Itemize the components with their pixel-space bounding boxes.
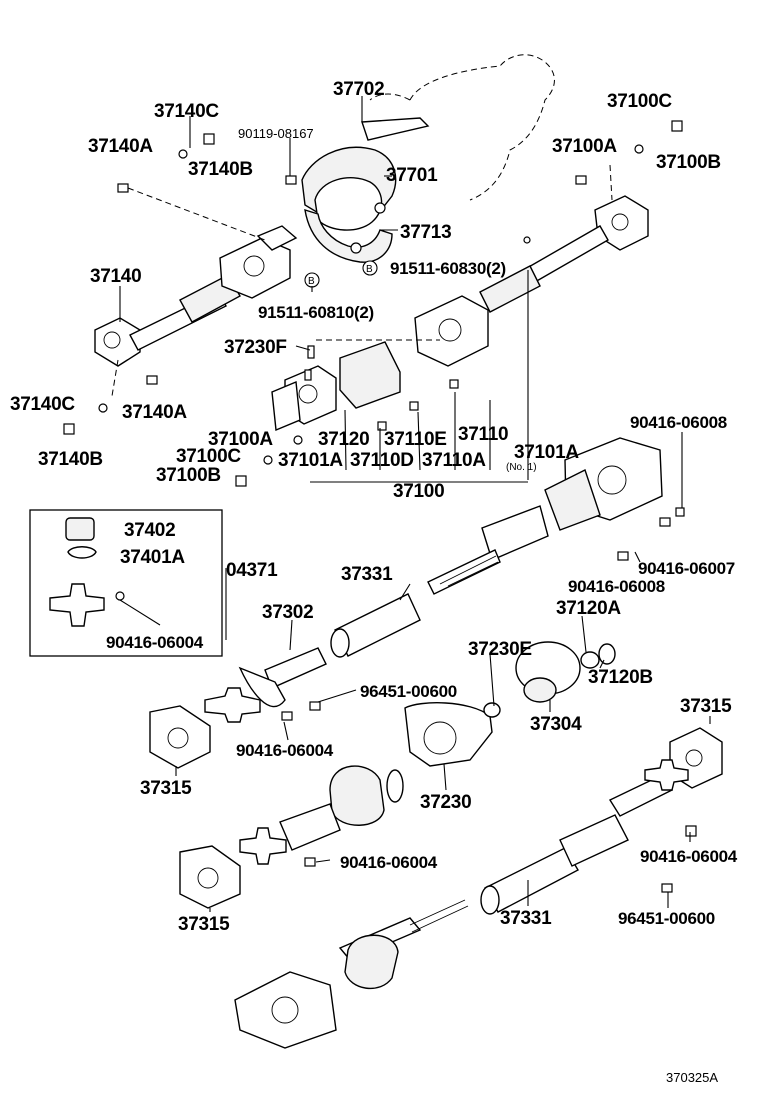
flange-37304: [515, 641, 616, 703]
label-37304: 37304: [530, 714, 582, 735]
center-bearing-bracket: [301, 117, 430, 263]
label-37230e: 37230E: [468, 639, 532, 660]
label-37110: 37110: [458, 424, 508, 445]
label-04371: 04371: [226, 560, 278, 581]
label-37401a: 37401A: [120, 547, 185, 568]
label-37230: 37230: [420, 792, 471, 813]
label-37101a-right: 37101A: [514, 442, 579, 463]
shaft-lower: [480, 727, 723, 915]
label-37140a-bot: 37140A: [122, 402, 187, 423]
marker-b-text-2: B: [308, 276, 315, 287]
label-37100b-top: 37100B: [656, 152, 721, 173]
label-37101a-left: 37101A: [278, 450, 343, 471]
label-90416-06004-c: 90416-06004: [640, 847, 738, 866]
label-37120b: 37120B: [588, 667, 653, 688]
label-37315-left2: 37315: [178, 914, 230, 935]
label-37100a-mid: 37100A: [208, 429, 273, 450]
label-37702: 37702: [333, 79, 384, 100]
label-90416-06004-b: 90416-06004: [340, 853, 438, 872]
flange-37315-upper: [149, 705, 211, 769]
label-90416-06008-bot: 90416-06008: [568, 577, 665, 596]
label-37100a-top: 37100A: [552, 136, 617, 157]
label-37701: 37701: [386, 165, 438, 186]
sleeve-37331-top: [330, 593, 421, 658]
label-90119-08167: 90119-08167: [238, 126, 314, 141]
label-37140: 37140: [90, 266, 141, 287]
label-96451-00600-top: 96451-00600: [360, 682, 457, 701]
label-37140a-top: 37140A: [88, 136, 153, 157]
diagram-code: 370325A: [666, 1070, 718, 1085]
label-37110a: 37110A: [422, 450, 486, 471]
yoke-37302: [204, 647, 327, 723]
label-no1: (No. 1): [506, 462, 537, 473]
label-37140b-bot: 37140B: [38, 449, 103, 470]
label-90416-06007: 90416-06007: [638, 559, 735, 578]
shaft-37140: [94, 225, 298, 367]
label-91511-60830: 91511-60830(2): [390, 259, 506, 278]
center-bearing-37230: [329, 702, 501, 826]
hardware: [63, 120, 697, 893]
engine-outline: [369, 54, 555, 201]
label-37302: 37302: [262, 602, 313, 623]
label-37315-left1: 37315: [140, 778, 192, 799]
yoke-lower-left: [239, 803, 341, 865]
shaft-37100: [271, 195, 649, 432]
label-91511-60810: 91511-60810(2): [258, 303, 374, 322]
flange-37315-lower: [179, 845, 241, 909]
label-37140b-top: 37140B: [188, 159, 253, 180]
label-37331-bot: 37331: [500, 908, 552, 929]
label-37713: 37713: [400, 222, 451, 243]
label-90416-06004-a: 90416-06004: [236, 741, 334, 760]
label-96451-00600-bot: 96451-00600: [618, 909, 715, 928]
label-37120a: 37120A: [556, 598, 621, 619]
label-90416-06004-box: 90416-06004: [106, 633, 204, 652]
label-37331-top: 37331: [341, 564, 393, 585]
label-37120: 37120: [318, 429, 369, 450]
label-37402: 37402: [124, 520, 175, 541]
label-37315-right: 37315: [680, 696, 732, 717]
label-37140c-top: 37140C: [154, 101, 219, 122]
label-37100c-mid: 37100C: [176, 446, 241, 467]
label-37100c-top: 37100C: [607, 91, 672, 112]
label-37110e: 37110E: [384, 429, 447, 450]
label-37110d: 37110D: [350, 450, 414, 471]
label-37100b-mid: 37100B: [156, 465, 221, 486]
marker-b-text-1: B: [366, 264, 373, 275]
shaft-main: [427, 437, 663, 595]
leader-lines: [119, 96, 711, 912]
label-90416-06008-top: 90416-06008: [630, 413, 727, 432]
labels: 37702 37140C 90119-08167 37100C 37140A 3…: [10, 79, 738, 1085]
kit-box-04371: [29, 509, 223, 657]
label-37100: 37100: [393, 481, 444, 502]
label-37140c-bot: 37140C: [10, 394, 75, 415]
shaft-bottom: [234, 899, 469, 1049]
marker-b: B B: [304, 260, 378, 288]
label-37230f: 37230F: [224, 337, 287, 358]
